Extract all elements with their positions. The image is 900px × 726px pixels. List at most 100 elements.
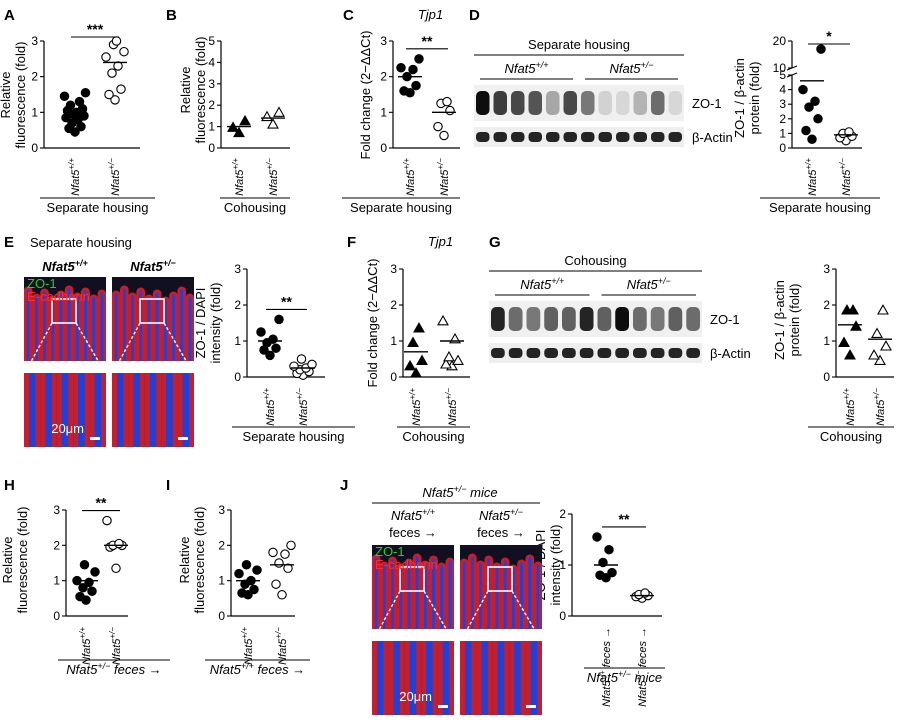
blot-D-actin-band: [598, 132, 612, 142]
panel-D-tick-label: 1: [779, 126, 786, 140]
panel-A-tick-label: 2: [31, 70, 38, 84]
panel-D-y-label: ZO-1 / β-actin: [732, 58, 747, 138]
panel-I-point: [237, 588, 247, 598]
image-E-ctrl-villus-edge: [56, 290, 66, 361]
image-J-ctrl-villus-edge: [420, 560, 430, 629]
image-J-ko-villus-edge: [484, 555, 494, 629]
panel-H-significance: **: [96, 495, 107, 511]
panel-H-tick-label: 2: [53, 538, 60, 552]
blot-D-zo1-band: [511, 91, 525, 115]
blot-G-zo1-band: [544, 307, 558, 331]
image-E-stain2-label: E-cadherin: [27, 289, 90, 304]
panel-G-point: [838, 336, 850, 347]
image-E-ko-villus-edge: [169, 291, 178, 361]
blot-D-zo1-band: [476, 91, 490, 115]
image-E-ctrl-villus-edge: [97, 289, 106, 361]
image-E-ko-villus-edge: [112, 290, 121, 361]
panel-C-point: [433, 121, 443, 132]
blot-G-zo1-band: [633, 307, 647, 331]
image-J-ctrl-zoom-villus: [390, 641, 403, 715]
image-J-ko-villus-edge: [460, 558, 469, 629]
panel-B-tick-label: 2: [208, 98, 215, 112]
blot-G-zo1-band: [562, 307, 576, 331]
panel-A-point: [80, 87, 91, 98]
panel-B-letter: B: [166, 7, 177, 24]
panel-D-point: [816, 44, 826, 54]
panel-H-point: [75, 591, 85, 602]
blot-G-actin-band: [668, 348, 683, 358]
image-E-inset-line: [75, 322, 105, 372]
image-J-ctrl-villus-edge: [437, 562, 447, 629]
panel-D-point: [844, 127, 854, 137]
image-E-ctrl-zoom-villus-edge: [24, 373, 41, 447]
panel-A-group-label: Nfat5+/−: [107, 158, 122, 196]
panel-D-tick-label: 3: [779, 97, 786, 111]
image-E-inset-box: [139, 298, 165, 324]
panel-I-y-label: fluorescence (fold): [192, 507, 207, 614]
panel-B-point: [267, 118, 279, 129]
image-J-ko-zoom-villus: [495, 641, 507, 715]
panel-D-caption: Separate housing: [769, 200, 871, 215]
panel-H-group-label: Nfat5+/+: [78, 627, 93, 665]
panel-I-point: [277, 590, 287, 600]
image-J-ctrl-villus-edge: [379, 561, 389, 629]
blot-D-actin-band: [633, 132, 647, 142]
panel-H-y-label: fluorescence (fold): [15, 507, 30, 614]
panel-D-significance: *: [826, 28, 832, 44]
image-J-ctrl-villus-edge: [388, 556, 397, 629]
panel-D-point: [813, 114, 823, 124]
panel-F-title: Tjp1: [428, 234, 453, 249]
panel-A-point: [110, 95, 120, 105]
panel-D-group-label: Nfat5+/−: [838, 158, 853, 196]
image-E-ko-villus-edge: [185, 293, 194, 361]
panel-H-point: [84, 577, 94, 588]
panel-C-tick-label: 0: [380, 141, 387, 155]
image-E-ctrl-zoom-villus-edge: [89, 373, 106, 447]
panel-J-tick-label: 2: [559, 507, 566, 521]
panel-C-group-label: Nfat5+/−: [436, 158, 451, 196]
panel-C-point: [408, 64, 418, 75]
panel-B-tick-label: 5: [208, 34, 215, 48]
panel-D-tick-label: 2: [779, 112, 786, 126]
image-J-ctrl-villus-edge: [396, 563, 406, 629]
panel-I-group-label: Nfat5+/−: [274, 627, 289, 665]
panel-G-letter: G: [489, 234, 501, 251]
panel-B-tick-label: 0: [208, 141, 215, 155]
blot-D-zo1-band: [668, 91, 682, 115]
panel-F-point: [443, 350, 455, 362]
panel-J-caption: Nfat5+/− mice: [587, 669, 662, 685]
blot-G-actin-band: [686, 348, 700, 358]
image-J-scale-bar: [438, 705, 448, 708]
panel-H-point: [79, 560, 90, 570]
panel-C-point: [442, 96, 452, 107]
panel-D-point: [807, 134, 817, 144]
panel-B-y-label: Relative: [178, 67, 193, 114]
panel-I-caption: Nfat5+/+ feces →: [210, 661, 305, 677]
image-E-scale-bar: [90, 437, 100, 440]
panel-H-tick-label: 0: [53, 609, 60, 623]
panel-I-group-label: Nfat5+/+: [240, 627, 255, 665]
blot-G-zo1-band: [650, 307, 665, 331]
image-E-ko-zoom-villus: [130, 373, 143, 447]
image-J-col2-sublabel: feces →: [477, 525, 525, 540]
panel-D-tick-label: 4: [779, 83, 786, 97]
image-J-ctrl-villus-edge: [372, 554, 381, 629]
blot-G-zo1-band: [597, 307, 612, 331]
panel-D-tick-label: 5: [779, 68, 786, 82]
image-E-col1-label: Nfat5+/+: [42, 258, 88, 274]
image-E-ko-content: [112, 285, 194, 361]
image-E-ko-villus-edge: [119, 285, 129, 361]
panel-I-point: [271, 579, 281, 589]
panel-J-tick-label: 0: [559, 609, 566, 623]
image-E-ko-zoom-villus: [180, 373, 192, 447]
panel-F-letter: F: [347, 234, 356, 251]
panel-G-point: [847, 304, 859, 315]
panel-F-point: [437, 314, 449, 326]
panel-H-point: [111, 563, 121, 574]
panel-F-point: [404, 359, 416, 371]
panel-I-point: [241, 560, 252, 570]
image-E-ctrl-villus-edge: [31, 293, 41, 361]
image-E-ctrl-zoom-villus: [75, 373, 88, 447]
blot-D-actin-band: [668, 132, 682, 142]
panel-I-y-label: Relative: [177, 537, 192, 584]
